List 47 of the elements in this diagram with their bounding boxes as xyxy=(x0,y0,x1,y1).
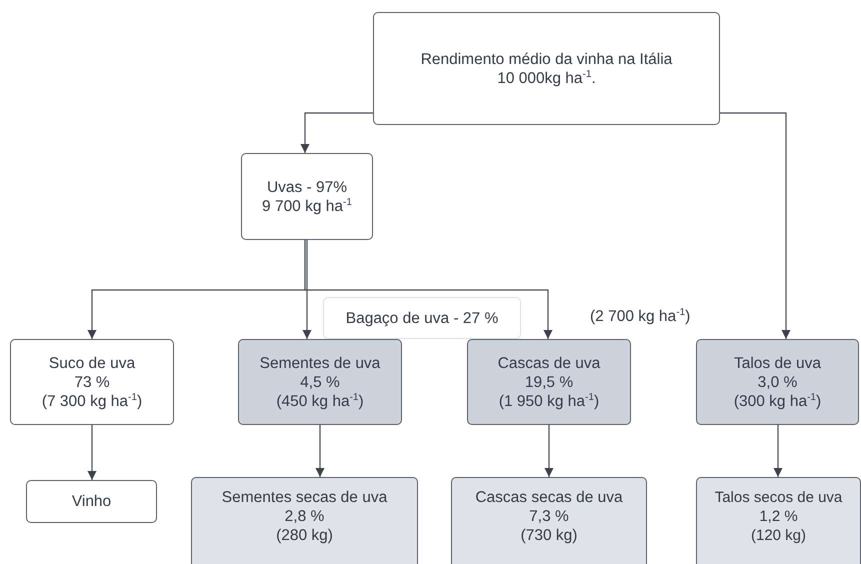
node-text: 7,3 % xyxy=(529,507,569,526)
process-box xyxy=(238,339,402,425)
node-text: 9 700 kg ha$^{-1}$ xyxy=(262,196,352,216)
process-box xyxy=(26,480,157,523)
arrow xyxy=(316,425,324,477)
node-text: Cascas secas de uva xyxy=(475,488,623,507)
process-box xyxy=(451,477,647,564)
node-text: Suco de uva xyxy=(48,354,136,372)
node-text: Sementes de uva xyxy=(260,354,380,372)
node-text: 3,0 % xyxy=(758,372,798,392)
node-text: 19,5 % xyxy=(524,372,574,392)
node-text: Talos de uva xyxy=(734,354,822,372)
node-text: 10 000kg ha$^{-1}$. xyxy=(497,68,596,88)
node-text: Vinho xyxy=(72,492,112,511)
node-text: Talos secos de uva xyxy=(714,488,842,507)
node-text: 1,2 % xyxy=(759,507,798,526)
node-text: Uvas - 97% xyxy=(266,178,348,196)
annotation-text: (2 700 kg ha$^{-1}$) xyxy=(590,308,690,326)
node-text: 2,8 % xyxy=(284,507,324,526)
node-text: (7 300 kg ha$^{-1}$) xyxy=(42,392,142,410)
node-text: (450 kg ha$^{-1}$) xyxy=(276,392,364,410)
process-box xyxy=(467,339,631,425)
arrow xyxy=(302,240,312,339)
process-box xyxy=(241,153,373,240)
node-text: Cascas de uva xyxy=(498,354,600,372)
process-box xyxy=(696,339,859,425)
process-box xyxy=(696,477,861,564)
node-text: (1 950 kg ha$^{-1}$) xyxy=(498,392,600,410)
process-box xyxy=(10,339,174,425)
arrow xyxy=(720,112,790,339)
arrow xyxy=(774,425,782,477)
node-text: Rendimento médio da vinha na Itália xyxy=(420,50,672,68)
node-text: 73 % xyxy=(74,372,110,392)
node-text: Sementes secas de uva xyxy=(222,488,388,507)
arrow xyxy=(304,240,552,339)
node-text: (730 kg) xyxy=(520,526,578,545)
arrow xyxy=(88,425,96,480)
group-label-box xyxy=(323,297,521,339)
arrow xyxy=(544,425,554,477)
node-text: 4,5 % xyxy=(300,372,340,392)
arrow xyxy=(300,112,373,153)
node-text: (300 kg ha$^{-1}$) xyxy=(734,392,822,410)
node-text: Bagaço de uva - 27 % xyxy=(346,308,498,328)
node-text: (120 kg) xyxy=(750,526,806,545)
process-box xyxy=(373,12,720,125)
node-text: (280 kg) xyxy=(276,526,333,545)
process-box xyxy=(191,477,418,564)
